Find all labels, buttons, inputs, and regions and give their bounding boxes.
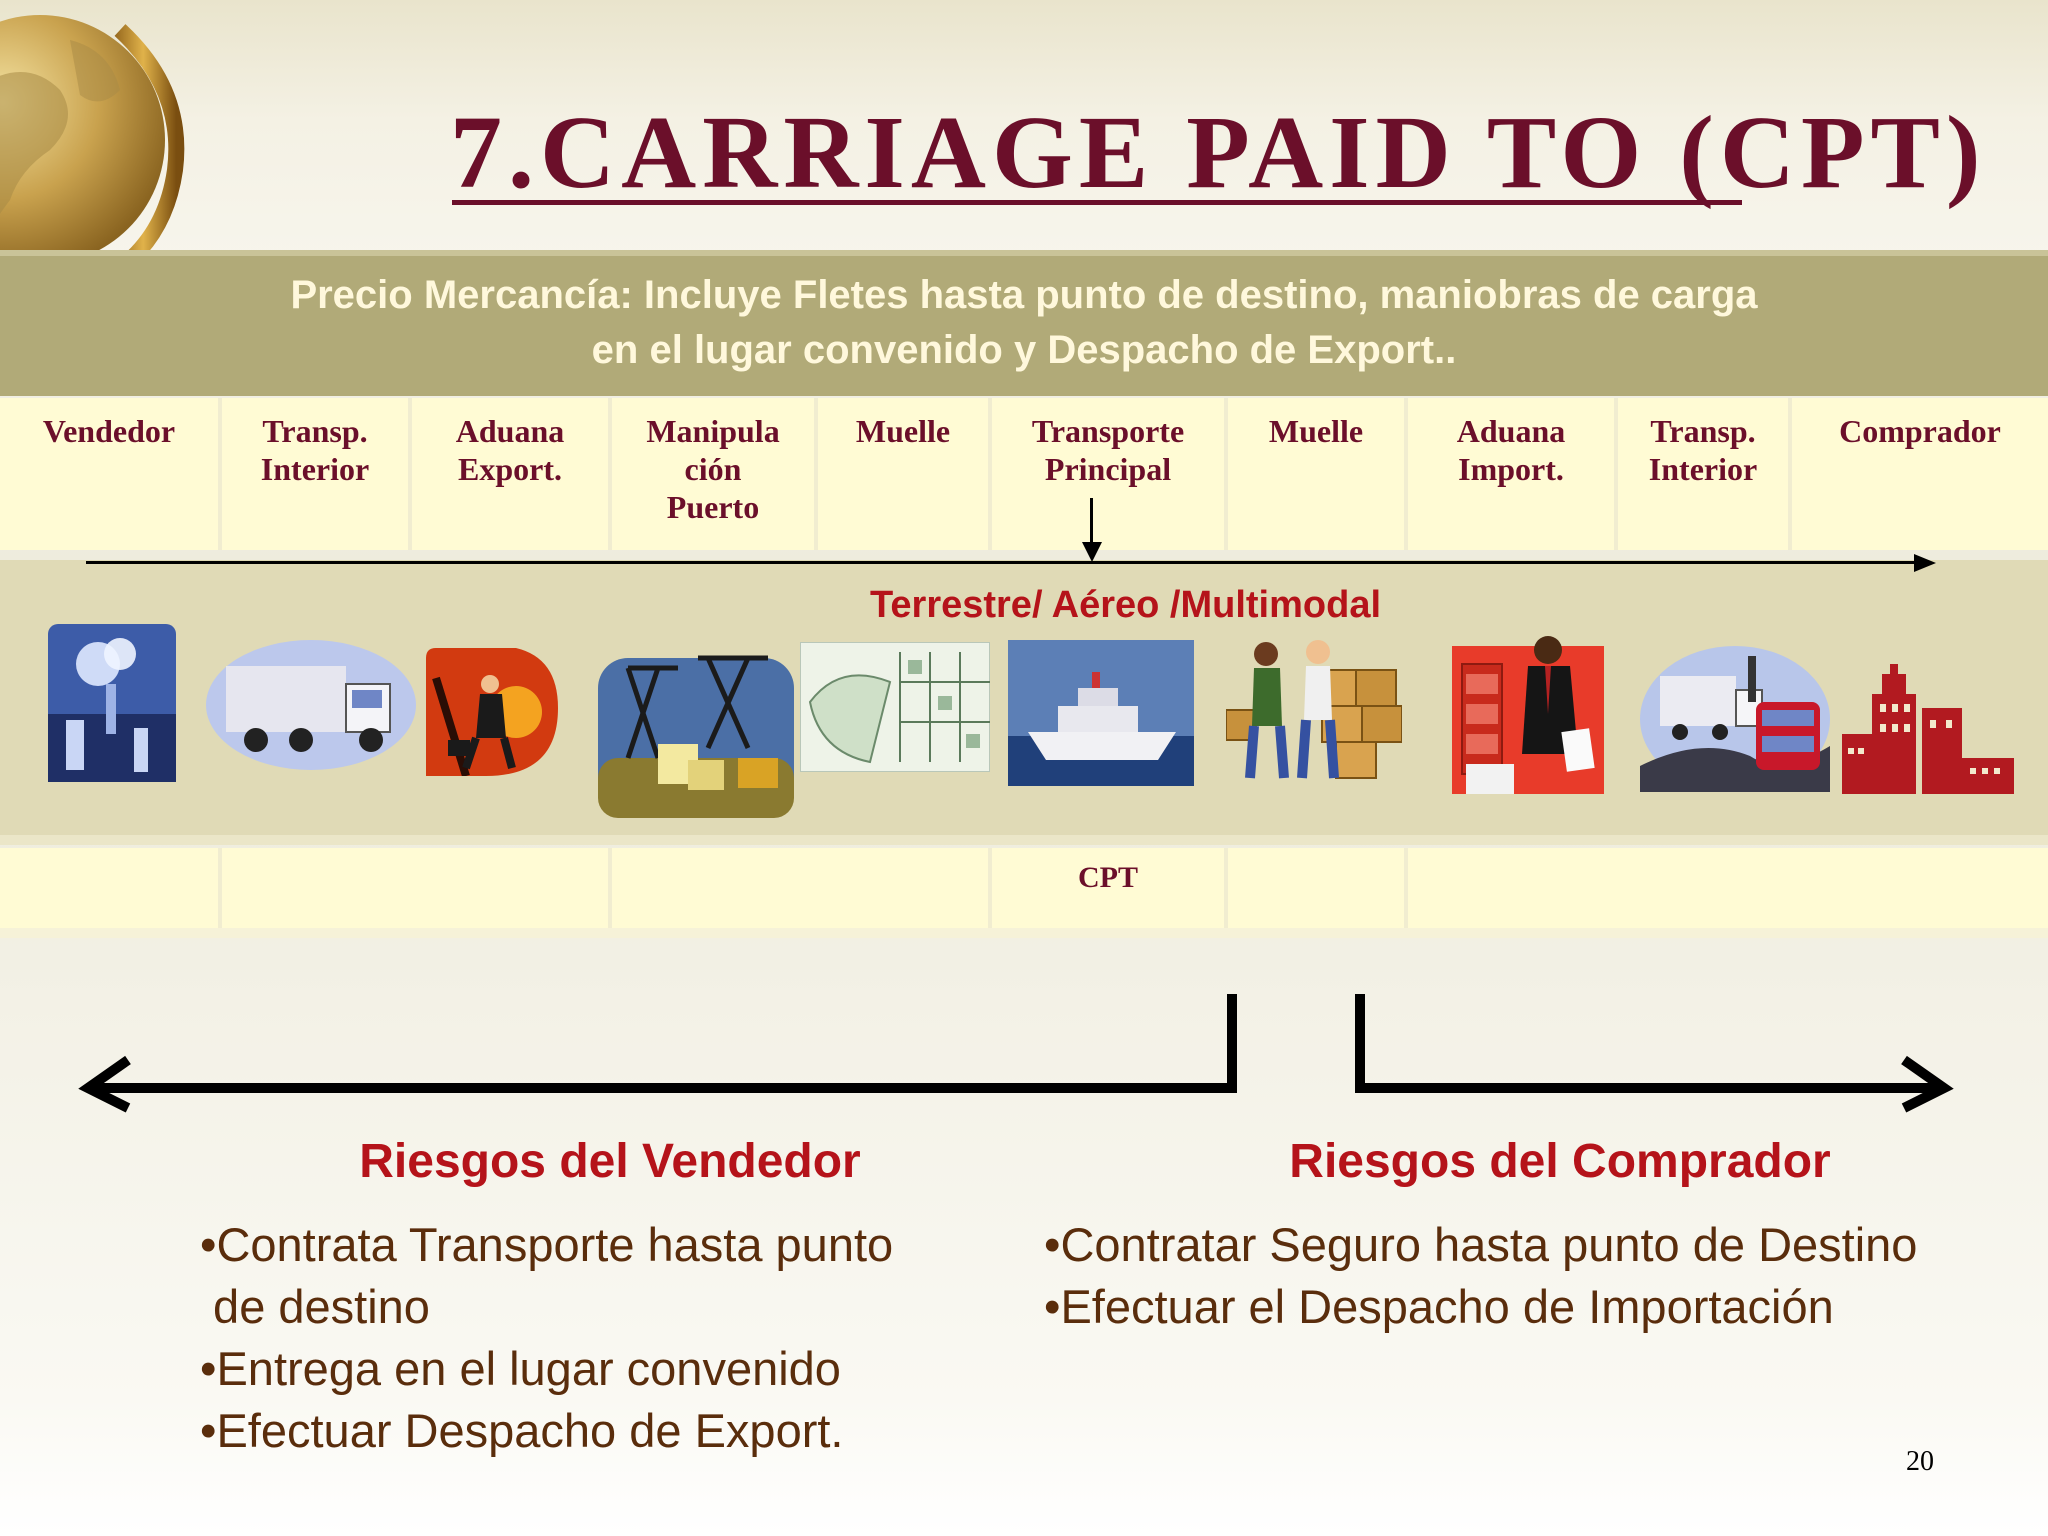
flow-arrow-line — [86, 561, 1916, 564]
term-row: CPT — [0, 848, 2048, 928]
stage-manipulacion-puerto: Manipula ción Puerto — [612, 398, 818, 550]
stage-vendedor: Vendedor — [0, 398, 222, 550]
term-cell-empty — [0, 848, 222, 928]
stage-muelle-origen: Muelle — [818, 398, 992, 550]
risk-transfer-arrow-head — [1082, 542, 1102, 562]
customs-officer-icon — [426, 648, 558, 776]
flow-arrow-head — [1914, 554, 1936, 572]
transport-modes-label: Terrestre/ Aéreo /Multimodal — [870, 584, 1382, 626]
stage-aduana-import: Aduana Import. — [1408, 398, 1618, 550]
seller-risks-list: •Contrata Transporte hasta punto de dest… — [200, 1214, 1000, 1462]
buyer-risk-arrow — [1355, 994, 1954, 1113]
dock-map-icon — [800, 642, 990, 772]
factory-icon — [48, 624, 176, 782]
term-cell-cpt: CPT — [992, 848, 1228, 928]
truck-icon — [206, 640, 416, 770]
page-number: 20 — [1906, 1446, 1934, 1477]
term-cell-empty — [222, 848, 612, 928]
delivery-truck-icon — [1640, 646, 1830, 792]
title-underline — [452, 200, 1742, 205]
stage-comprador: Comprador — [1792, 398, 2048, 550]
buyer-risks-heading: Riesgos del Comprador — [1289, 1135, 1831, 1188]
ship-icon — [1008, 640, 1194, 786]
slide-title: 7.CARRIAGE PAID TO (CPT) — [450, 95, 1987, 210]
stage-transp-interior-export: Transp. Interior — [222, 398, 412, 550]
list-item: •Efectuar Despacho de Export. — [200, 1404, 844, 1457]
price-description: Precio Mercancía: Incluye Fletes hasta p… — [0, 268, 2048, 378]
seller-risk-arrow — [78, 994, 1237, 1113]
stage-transporte-principal: Transporte Principal — [992, 398, 1228, 550]
stage-transp-interior-import: Transp. Interior — [1618, 398, 1792, 550]
buyer-building-icon — [1842, 664, 2014, 794]
stage-header-row: Vendedor Transp. Interior Aduana Export.… — [0, 398, 2048, 550]
list-item: •Efectuar el Despacho de Importación — [1044, 1280, 1834, 1333]
price-line-1: Precio Mercancía: Incluye Fletes hasta p… — [290, 273, 1758, 317]
risk-arrows — [78, 994, 1954, 1113]
list-item: •Contrata Transporte hasta punto — [200, 1218, 894, 1271]
term-row-shadow — [0, 928, 2048, 938]
term-cell-empty — [1228, 848, 1408, 928]
buyer-risks-list: •Contratar Seguro hasta punto de Destino… — [1044, 1214, 2044, 1338]
port-crane-icon — [598, 655, 794, 818]
list-item: •Entrega en el lugar convenido — [200, 1342, 841, 1395]
risk-transfer-line — [1090, 498, 1093, 544]
term-cell-empty — [1408, 848, 2048, 928]
seller-risks-heading: Riesgos del Vendedor — [359, 1135, 861, 1188]
price-band — [0, 250, 2048, 396]
stage-aduana-export: Aduana Export. — [412, 398, 612, 550]
list-item: •Contratar Seguro hasta punto de Destino — [1044, 1218, 1918, 1271]
price-line-2: en el lugar convenido y Despacho de Expo… — [591, 328, 1457, 372]
import-customs-icon — [1452, 636, 1604, 794]
term-cell-empty — [612, 848, 992, 928]
stage-muelle-destino: Muelle — [1228, 398, 1408, 550]
warehouse-workers-icon — [1226, 640, 1402, 779]
list-item: de destino — [200, 1280, 430, 1333]
